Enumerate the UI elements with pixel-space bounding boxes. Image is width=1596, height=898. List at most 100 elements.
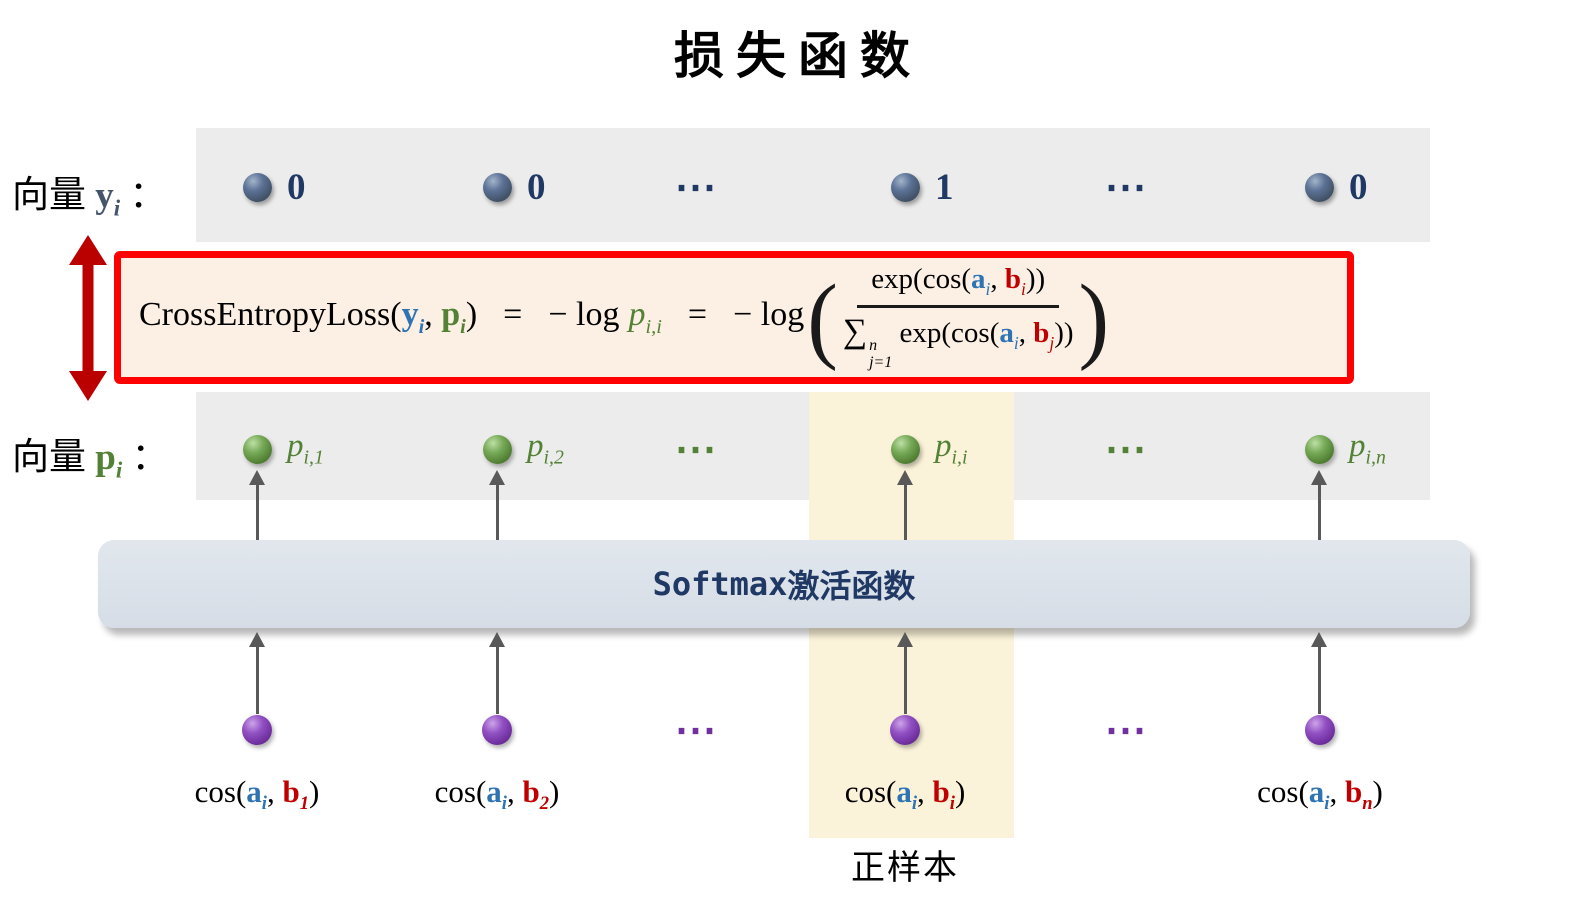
p-base: p bbox=[527, 428, 544, 465]
cos-to-softmax-arrow bbox=[249, 632, 265, 714]
num-b-vector: b bbox=[1004, 263, 1022, 296]
p-sub: i,2 bbox=[543, 446, 564, 469]
y-label-colon: ： bbox=[120, 175, 167, 216]
loss-double-arrow bbox=[69, 235, 107, 401]
cos-a-sub: i bbox=[501, 793, 507, 815]
softmax-to-p-arrow bbox=[897, 470, 913, 540]
cos-open: cos( bbox=[434, 774, 487, 809]
p-sub: i,n bbox=[1365, 446, 1386, 469]
y-value-cell: 0 bbox=[483, 167, 546, 208]
y-dot bbox=[1305, 172, 1334, 202]
cos-to-softmax-arrow bbox=[897, 632, 913, 714]
formula-pii-sub: i,i bbox=[645, 315, 662, 338]
cos-to-softmax-arrow bbox=[1311, 632, 1327, 714]
formula-comma: , bbox=[424, 296, 442, 334]
cos-close: ) bbox=[954, 774, 966, 809]
p-label-prefix: 向量 bbox=[12, 437, 96, 478]
cos-open: cos( bbox=[194, 774, 247, 809]
formula-neg-log: − log bbox=[733, 296, 805, 334]
cos-comma: , bbox=[266, 774, 283, 809]
formula-equals: = bbox=[687, 296, 708, 334]
p-value-cell: pi,2 bbox=[483, 428, 564, 469]
softmax-label-zh: 激活函数 bbox=[787, 568, 916, 604]
den-close: )) bbox=[1054, 317, 1074, 350]
formula-y-sub: i bbox=[418, 315, 425, 338]
formula-p-ii: pi,i bbox=[628, 296, 661, 338]
p-value-cell: pi,1 bbox=[243, 428, 324, 469]
den-a-vector: a bbox=[999, 317, 1014, 350]
cos-a-sub: i bbox=[1324, 793, 1330, 815]
fraction-numerator: exp(cos(ai, bi)) bbox=[857, 263, 1060, 309]
cosine-dot bbox=[482, 715, 512, 745]
cosine-dot bbox=[1305, 715, 1335, 745]
formula-y: y bbox=[401, 296, 419, 334]
cos-b-sub: n bbox=[1362, 793, 1373, 815]
y-value: 0 bbox=[287, 166, 306, 208]
softmax-to-p-arrow bbox=[249, 470, 265, 540]
cosine-label: cos(ai, b1) bbox=[195, 774, 320, 815]
den-a-sub: i bbox=[1013, 332, 1019, 353]
cos-ellipsis: ⋯ bbox=[1104, 708, 1150, 754]
positive-sample-caption: 正样本 bbox=[851, 850, 959, 887]
num-comma: , bbox=[990, 263, 1005, 296]
p-label-text: pi,i bbox=[935, 428, 967, 470]
cos-open: cos( bbox=[1257, 774, 1309, 809]
softmax-label-en: Softmax bbox=[652, 565, 788, 603]
y-dot bbox=[483, 172, 512, 202]
formula-p-vector: pi bbox=[441, 296, 466, 338]
cosine-dot bbox=[890, 715, 920, 745]
formula-func: CrossEntropyLoss( bbox=[139, 296, 402, 334]
den-b-sub: j bbox=[1049, 332, 1055, 353]
p-dot bbox=[891, 434, 920, 464]
p-base: p bbox=[1349, 428, 1366, 465]
y-ellipsis: ⋯ bbox=[674, 165, 720, 211]
cosine-label: cos(ai, bi) bbox=[845, 774, 966, 815]
cos-b-sub: 2 bbox=[539, 793, 550, 815]
y-label-sub: i bbox=[113, 195, 121, 221]
y-vector-label: 向量 yi ： bbox=[12, 164, 166, 221]
p-dot bbox=[483, 434, 512, 464]
formula-y-vector: yi bbox=[401, 296, 425, 338]
num-close: )) bbox=[1025, 263, 1046, 296]
den-b-vector: b bbox=[1033, 317, 1050, 350]
cosine-label: cos(ai, bn) bbox=[1257, 774, 1383, 815]
den-exp-cos: exp(cos( bbox=[892, 317, 1000, 350]
p-base: p bbox=[287, 428, 304, 465]
cos-close: ) bbox=[1372, 774, 1383, 809]
cos-b-vector: b bbox=[522, 774, 540, 809]
formula-close-paren: ) bbox=[465, 296, 478, 334]
formula-pii-base: p bbox=[628, 296, 646, 334]
num-b-sub: i bbox=[1021, 279, 1026, 300]
cos-b-vector: b bbox=[1344, 774, 1363, 809]
y-label-prefix: 向量 bbox=[12, 175, 96, 216]
cos-comma: , bbox=[917, 774, 933, 809]
p-value-cell: pi,i bbox=[891, 428, 967, 469]
p-vector-label: 向量 pi ： bbox=[12, 426, 168, 483]
y-value-cell: 0 bbox=[1305, 167, 1368, 208]
den-comma: , bbox=[1018, 317, 1034, 350]
sum-symbol: ∑ bbox=[842, 313, 868, 351]
cos-b-sub: 1 bbox=[299, 793, 310, 815]
y-vector-strip bbox=[196, 128, 1430, 242]
cos-comma: , bbox=[1329, 774, 1345, 809]
p-ellipsis: ⋯ bbox=[1104, 427, 1150, 473]
p-dot bbox=[1305, 434, 1334, 464]
y-value: 1 bbox=[935, 166, 954, 208]
softmax-to-p-arrow bbox=[1311, 470, 1327, 540]
formula-p-sub: i bbox=[460, 315, 466, 338]
p-label-var: p bbox=[95, 437, 116, 478]
y-dot bbox=[891, 172, 920, 202]
sum-upper-limit: n bbox=[869, 337, 878, 355]
cos-comma: , bbox=[506, 774, 523, 809]
p-label-colon: ： bbox=[122, 437, 169, 478]
cos-a-sub: i bbox=[261, 793, 267, 815]
diagram-title: 损失函数 bbox=[674, 28, 922, 84]
formula-neg-log: − log bbox=[548, 296, 620, 334]
p-dot bbox=[243, 434, 272, 464]
y-ellipsis: ⋯ bbox=[1104, 165, 1150, 211]
cos-a-vector: a bbox=[896, 774, 912, 809]
